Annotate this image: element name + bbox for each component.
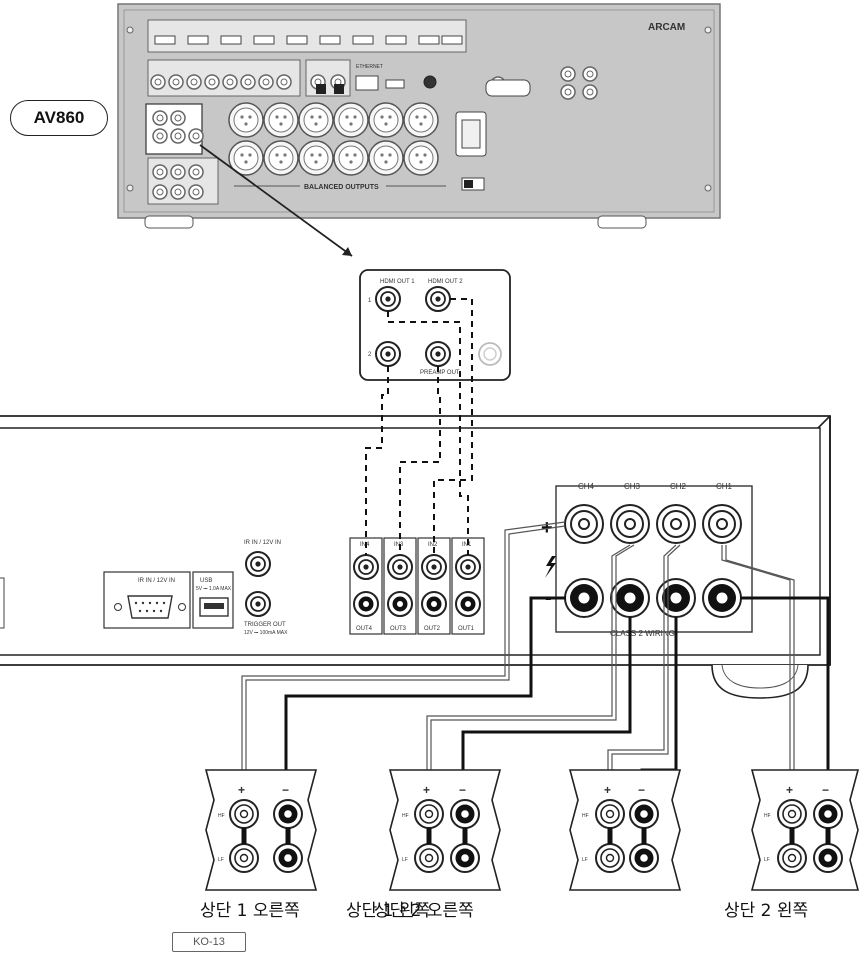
in4-jack [353,554,379,580]
optical-port-1 [316,84,326,94]
callout-rca-3 [375,341,401,367]
out1-jack [455,591,481,617]
spk4-lf: LF [764,857,770,863]
optical-port-2 [334,84,344,94]
ch1-label: CH1 [716,482,733,491]
out3-jack [387,591,413,617]
amp-input-output-blocks: IN4 IN3 IN2 IN1 OUT4 OUT3 OUT2 OUT1 [349,537,485,635]
dashed-interconnects [365,298,473,555]
class2-label: CLASS 2 WIRING [610,629,675,638]
ch3-minus-post [610,578,650,618]
usb-sub-label: 5V ⎓ 1.0A MAX [196,586,232,592]
spk2-hf: HF [402,813,409,819]
in2-jack [421,554,447,580]
lightning-icon [545,556,556,578]
callout-rca-1 [375,286,401,312]
speaker-label-top1-right: 상단 1 오른쪽 [200,901,300,921]
callout-rca-4 [425,341,451,367]
ethernet-port [355,75,379,91]
spk3-minus: − [638,783,645,797]
spk1-plus: + [238,783,245,797]
callout-rca-2 [425,286,451,312]
speaker-label-top2-left: 상단 2 왼쪽 [724,901,808,921]
spk4-hf: HF [764,813,771,819]
ethernet-label: ETHERNET [356,64,383,70]
rs232-label: IR IN / 12V IN [138,578,175,584]
ch3-label: CH3 [624,482,641,491]
out4-label: OUT4 [356,626,373,632]
spk1-hf: HF [218,813,225,819]
antenna-jack [423,75,437,89]
ir-input-label: IR IN / 12V IN [244,540,281,546]
callout-heading-left: HDMI OUT 1 [380,279,415,285]
callout-heading-right: HDMI OUT 2 [428,279,463,285]
ch1-plus-post [702,504,742,544]
callout-row-bottom: 2 [368,352,372,358]
amp-foot [711,664,809,699]
out1-label: OUT1 [458,626,475,632]
ch2-label: CH2 [670,482,687,491]
ch1-minus-post [702,578,742,618]
foot-left [144,215,194,229]
callout-row-top: 1 [368,298,372,304]
page-code-badge: KO-13 [172,932,246,952]
ch3-plus-post [610,504,650,544]
amplifier-rear-panel: IR IN / 12V IN USB 5V ⎓ 1.0A MAX IR IN /… [0,415,831,699]
trigger-sub-label: 12V ⎓ 100mA MAX [244,630,288,636]
brand-logo: ARCAM [648,22,685,33]
trigger-out-label: TRIGGER OUT [244,622,286,628]
trigger-out-jack [245,591,271,617]
usb-port-av [385,79,405,89]
speaker-plate-4: + − HF LF [750,769,860,891]
spk4-minus: − [822,783,829,797]
out3-label: OUT3 [390,626,407,632]
callout-pointer-line [199,144,353,257]
out2-label: OUT2 [424,626,441,632]
speaker-plate-1: + − HF LF [204,769,318,891]
av860-rear-panel: ARCAM ETHERNET [117,3,721,229]
ch2-minus-post [656,578,696,618]
spk2-lf: LF [402,857,408,863]
spk1-lf: LF [218,857,224,863]
usb-label: USB [200,578,212,584]
spk3-hf: HF [582,813,589,819]
in3-jack [387,554,413,580]
spk3-plus: + [604,783,611,797]
speaker-output-terminals: CH4 CH3 CH2 CH1 + - CLASS 2 WIRING [541,482,753,638]
in1-jack [455,554,481,580]
ch4-minus-post [564,578,604,618]
spk2-minus: − [459,783,466,797]
ch2-plus-post [656,504,696,544]
speaker-label-top1-left: 상단 1 왼쪽 [346,901,430,921]
out4-jack [353,591,379,617]
ir-input-jack [245,551,271,577]
speaker-plate-3: + − HF LF [568,769,682,891]
speaker-label-top2-right: 상단 2 오른쪽 [374,901,474,921]
speaker-plate-2: + − HF LF [388,769,502,891]
rs232-port-av [485,79,531,97]
in2-label: IN2 [428,542,438,548]
callout-zoom-box: HDMI OUT 1 HDMI OUT 2 1 2 PREAMP OUT [359,269,511,381]
ch4-label: CH4 [578,482,595,491]
balanced-outputs-label: BALANCED OUTPUTS [304,184,379,191]
device-model-badge: AV860 [10,100,108,136]
spk1-minus: − [282,783,289,797]
foot-right [597,215,647,229]
callout-preamp-label: PREAMP OUT [420,370,460,376]
spk2-plus: + [423,783,430,797]
spk4-plus: + [786,783,793,797]
callout-arrowhead [342,247,352,256]
spk3-lf: LF [582,857,588,863]
ch4-plus-post [564,504,604,544]
rs232-port [127,595,173,619]
speaker-wires [241,521,830,776]
out2-jack [421,591,447,617]
